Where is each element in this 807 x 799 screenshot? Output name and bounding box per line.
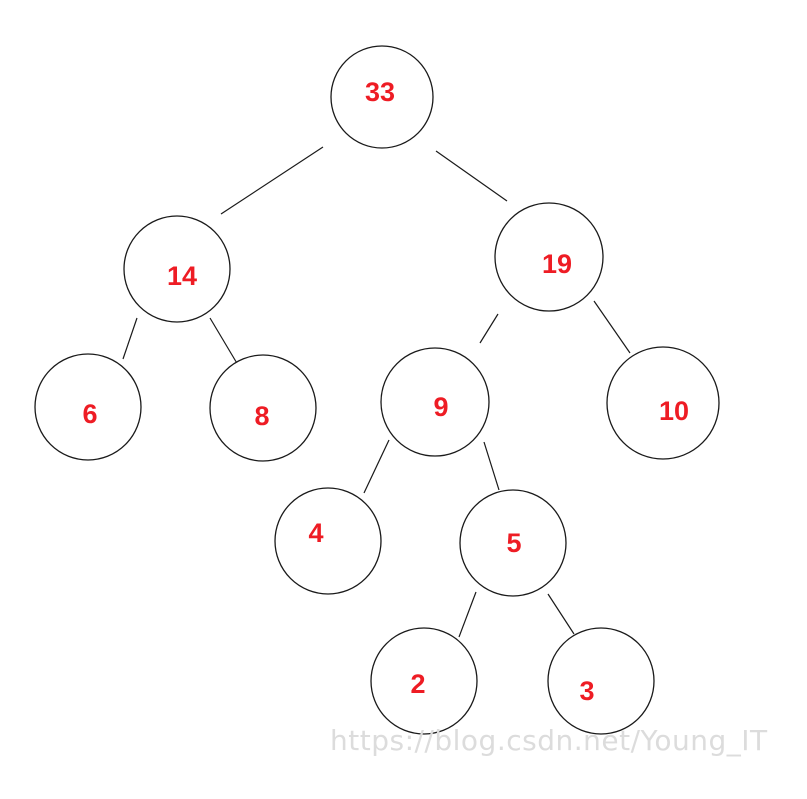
node-label: 14 xyxy=(167,261,197,291)
node-circle xyxy=(494,202,604,312)
node-circle xyxy=(34,353,142,461)
tree-node-9: 9 xyxy=(380,347,490,457)
tree-node-33: 33 xyxy=(330,45,434,149)
edge-19-10 xyxy=(593,300,631,354)
tree-node-6: 6 xyxy=(34,353,142,461)
tree-node-5: 5 xyxy=(459,489,567,597)
node-circle xyxy=(547,627,655,735)
node-label: 9 xyxy=(433,392,448,422)
node-label: 10 xyxy=(659,396,689,426)
edge-9-4 xyxy=(363,439,390,494)
node-circle xyxy=(330,45,434,149)
node-label: 19 xyxy=(542,249,572,279)
edge-19-9 xyxy=(479,313,499,344)
edge-14-8 xyxy=(209,317,239,366)
node-circle xyxy=(606,346,720,460)
edge-5-3 xyxy=(547,593,575,635)
edge-33-19 xyxy=(435,150,508,202)
tree-node-4: 4 xyxy=(274,487,382,595)
node-circle xyxy=(380,347,490,457)
edge-14-6 xyxy=(122,317,138,360)
node-circle xyxy=(123,215,231,323)
node-label: 3 xyxy=(579,676,594,706)
tree-node-10: 10 xyxy=(606,346,720,460)
tree-node-2: 2 xyxy=(370,627,478,735)
node-label: 6 xyxy=(82,399,97,429)
edge-33-14 xyxy=(220,146,324,215)
node-circle xyxy=(370,627,478,735)
edge-9-5 xyxy=(483,441,500,491)
watermark-text: https://blog.csdn.net/Young_IT xyxy=(330,724,768,757)
node-label: 33 xyxy=(365,77,395,107)
tree-edges xyxy=(122,146,631,638)
node-circle xyxy=(459,489,567,597)
node-label: 2 xyxy=(410,669,425,699)
node-label: 4 xyxy=(308,518,323,548)
node-label: 8 xyxy=(254,401,269,431)
tree-node-19: 19 xyxy=(494,202,604,312)
node-circle xyxy=(209,354,317,462)
node-label: 5 xyxy=(506,528,521,558)
node-circle xyxy=(274,487,382,595)
tree-node-8: 8 xyxy=(209,354,317,462)
edge-5-2 xyxy=(458,591,477,638)
tree-node-14: 14 xyxy=(123,215,231,323)
tree-node-3: 3 xyxy=(547,627,655,735)
